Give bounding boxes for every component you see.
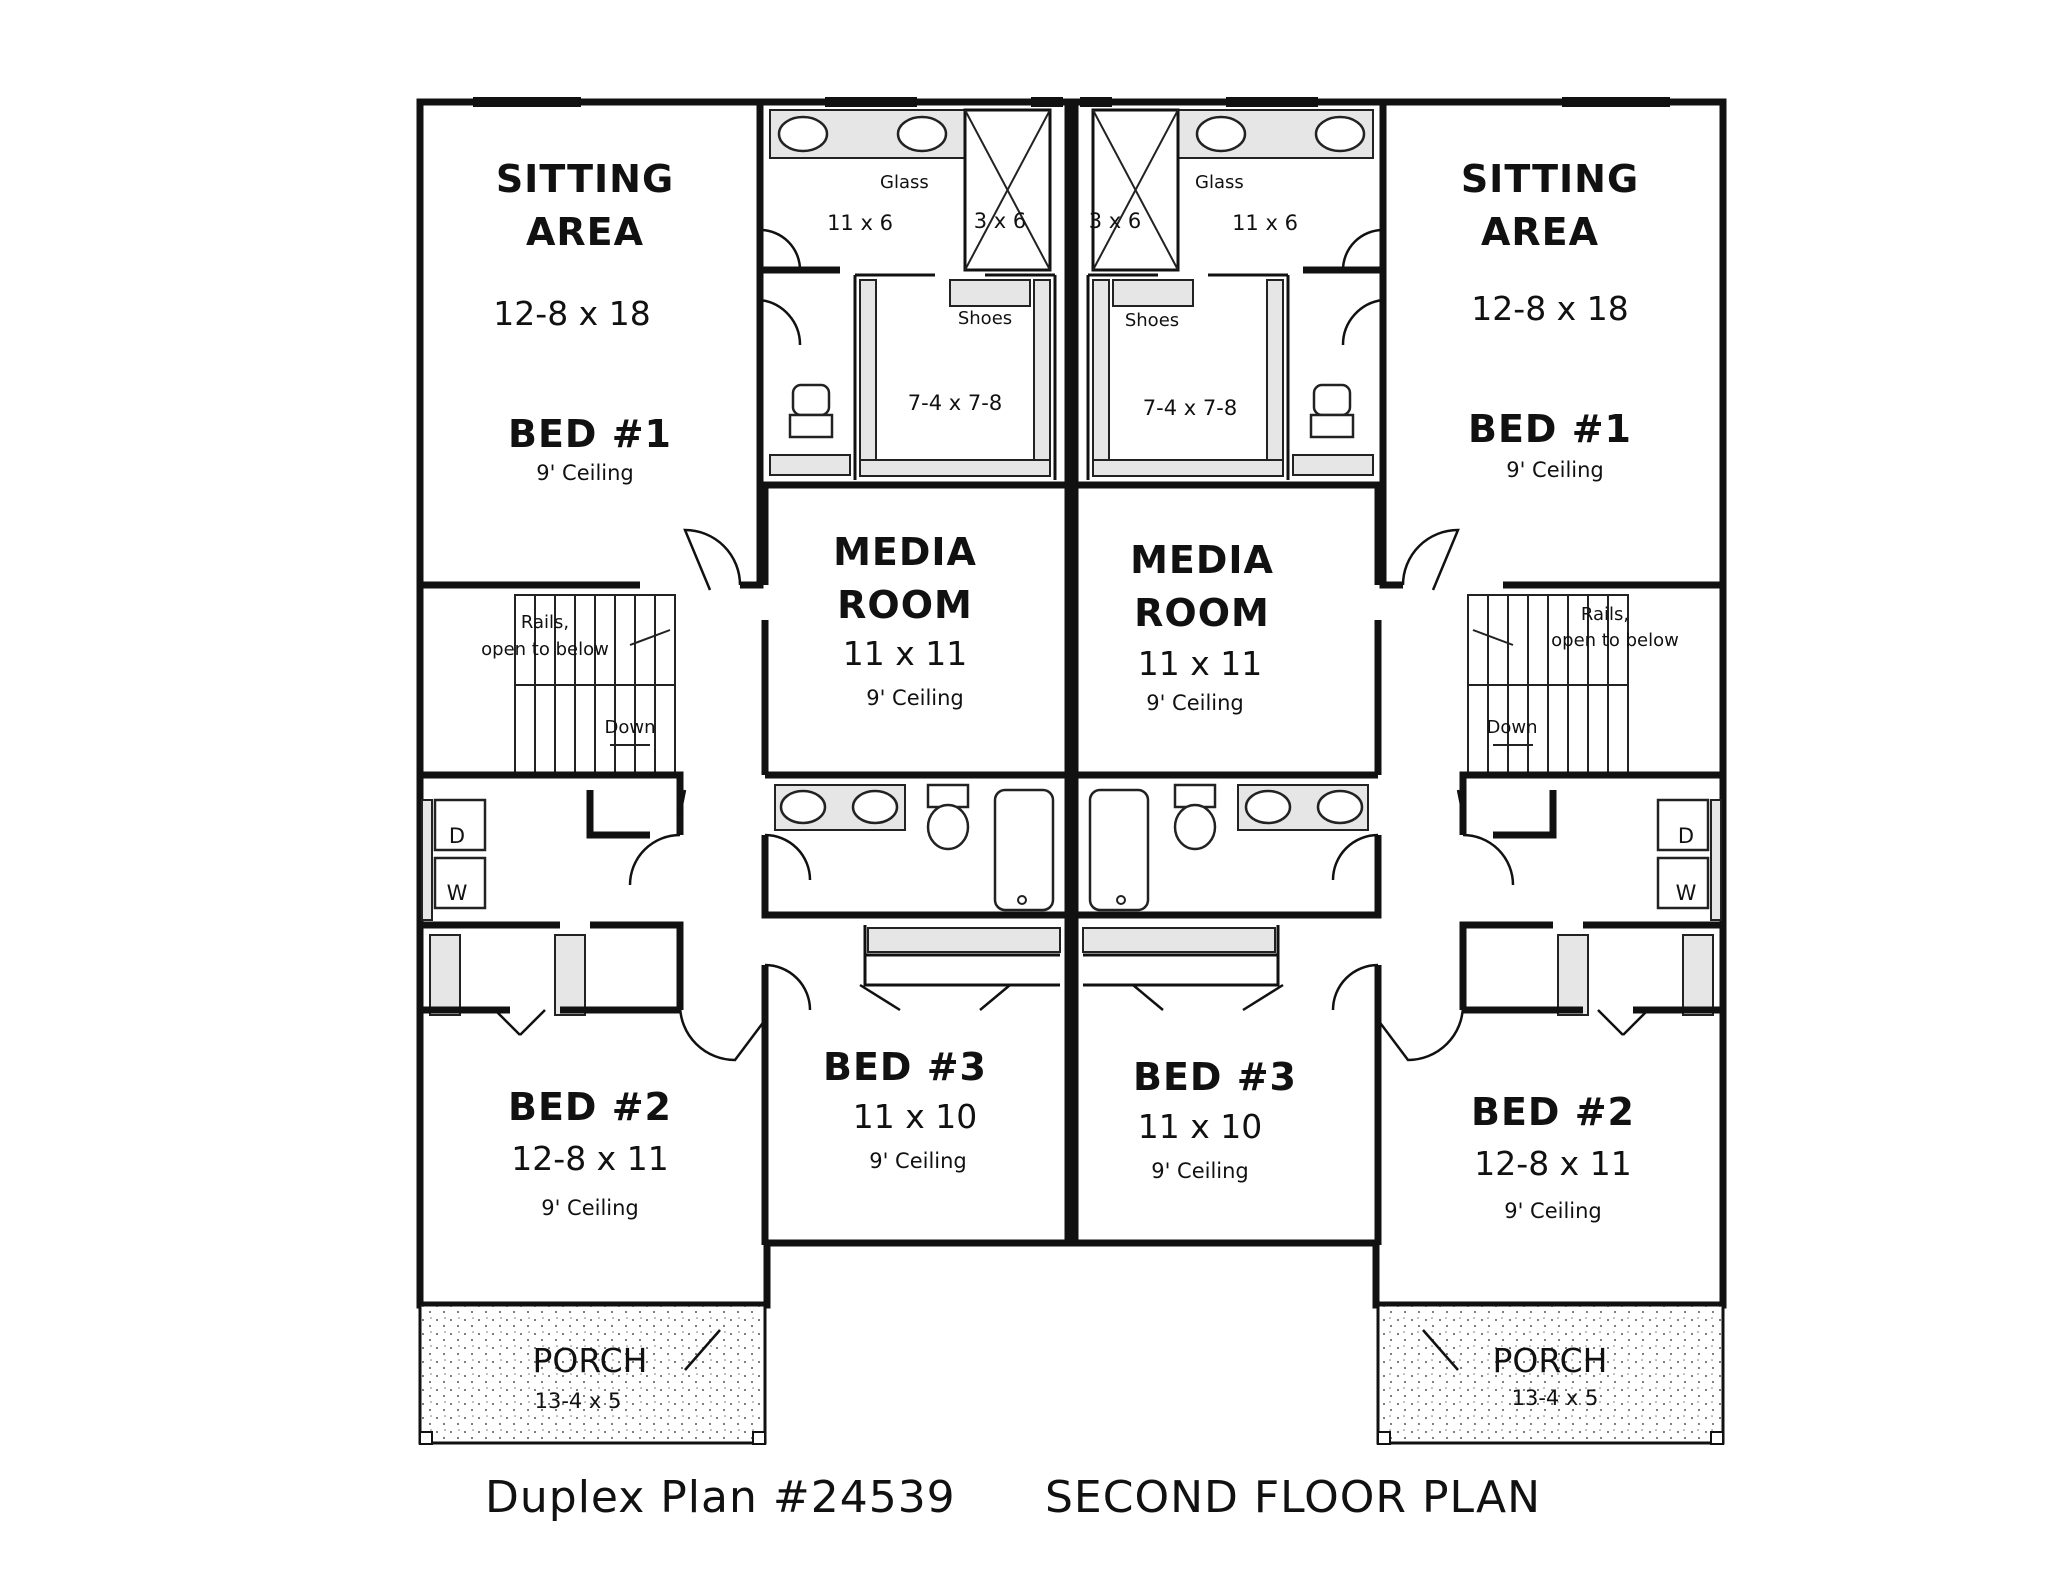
right-bed1-ceiling: 9' Ceiling: [1506, 458, 1604, 482]
right-bed2-ceiling: 9' Ceiling: [1504, 1199, 1602, 1223]
right-bed1-line1: SITTING: [1461, 157, 1639, 201]
right-closet-dims: 7-4 x 7-8: [1143, 396, 1237, 420]
left-bath-dims: 11 x 6: [827, 211, 893, 235]
left-media-line2: ROOM: [837, 583, 973, 627]
left-dryer-label: D: [449, 824, 465, 848]
left-rails-line1: Rails,: [521, 612, 569, 633]
right-bed3-name: BED #3: [1133, 1055, 1297, 1099]
right-bed1-dims: 12-8 x 18: [1471, 289, 1628, 328]
left-porch-dims: 13-4 x 5: [535, 1389, 622, 1413]
left-bed3-dims: 11 x 10: [853, 1097, 978, 1136]
left-shoes-label: Shoes: [958, 308, 1012, 329]
left-down-label: Down: [604, 717, 655, 738]
left-media-ceiling: 9' Ceiling: [866, 686, 964, 710]
left-unit: [416, 97, 1072, 1445]
right-unit: [1071, 97, 1727, 1445]
left-rails-line2: open to below: [481, 639, 609, 660]
right-labels: SITTING AREA 12-8 x 18 BED #1 9' Ceiling…: [1089, 157, 1697, 1410]
left-bed3-name: BED #3: [823, 1045, 987, 1089]
right-bath-dims: 11 x 6: [1232, 211, 1298, 235]
right-bed2-dims: 12-8 x 11: [1474, 1144, 1631, 1183]
right-bed3-dims: 11 x 10: [1138, 1107, 1263, 1146]
left-bed3-ceiling: 9' Ceiling: [869, 1149, 967, 1173]
right-media-line1: MEDIA: [1130, 538, 1274, 582]
left-bed2-name: BED #2: [508, 1085, 672, 1129]
left-porch-name: PORCH: [532, 1341, 647, 1380]
left-labels: SITTING AREA 12-8 x 18 BED #1 9' Ceiling…: [447, 157, 1027, 1413]
right-porch-dims: 13-4 x 5: [1512, 1386, 1599, 1410]
right-media-line2: ROOM: [1134, 591, 1270, 635]
left-bed1-line2: AREA: [526, 210, 644, 254]
left-bed1-line1: SITTING: [496, 157, 674, 201]
right-bed1-name: BED #1: [1468, 407, 1632, 451]
right-shoes-label: Shoes: [1125, 310, 1179, 331]
left-bed1-name: BED #1: [508, 412, 672, 456]
right-media-ceiling: 9' Ceiling: [1146, 691, 1244, 715]
left-bed1-ceiling: 9' Ceiling: [536, 461, 634, 485]
right-down-label: Down: [1486, 717, 1537, 738]
right-media-dims: 11 x 11: [1138, 644, 1263, 683]
plan-number-caption: Duplex Plan #24539: [485, 1472, 956, 1523]
right-porch-name: PORCH: [1492, 1341, 1607, 1380]
left-closet-dims: 7-4 x 7-8: [908, 391, 1002, 415]
left-bed1-dims: 12-8 x 18: [493, 294, 650, 333]
right-washer-label: W: [1676, 881, 1697, 905]
plan-title-caption: SECOND FLOOR PLAN: [1045, 1472, 1541, 1523]
right-bed1-line2: AREA: [1481, 210, 1599, 254]
right-bed2-name: BED #2: [1471, 1090, 1635, 1134]
right-rails-line1: Rails,: [1581, 604, 1629, 625]
left-bed2-ceiling: 9' Ceiling: [541, 1196, 639, 1220]
right-glass-label: Glass: [1195, 172, 1244, 193]
right-dryer-label: D: [1678, 824, 1694, 848]
left-media-dims: 11 x 11: [843, 634, 968, 673]
left-shower-dims: 3 x 6: [974, 209, 1027, 233]
right-rails-line2: open to below: [1551, 630, 1679, 651]
left-bed2-dims: 12-8 x 11: [511, 1139, 668, 1178]
right-bed3-ceiling: 9' Ceiling: [1151, 1159, 1249, 1183]
left-media-line1: MEDIA: [833, 530, 977, 574]
left-washer-label: W: [447, 881, 468, 905]
left-glass-label: Glass: [880, 172, 929, 193]
right-shower-dims: 3 x 6: [1089, 209, 1142, 233]
left-top-windows: [473, 97, 1063, 107]
